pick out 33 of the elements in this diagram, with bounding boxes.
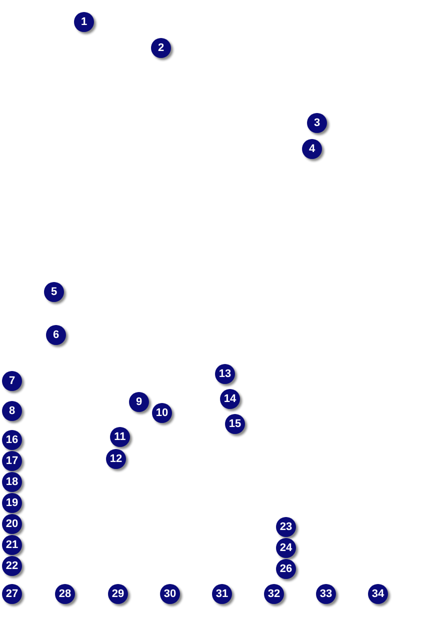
callout-number: 24 <box>276 538 296 558</box>
callout-number: 31 <box>212 584 232 604</box>
callout-number: 3 <box>307 113 327 133</box>
callout-number: 4 <box>302 139 322 159</box>
callout-number: 7 <box>2 371 22 391</box>
callout-number: 12 <box>106 449 126 469</box>
callout-number: 8 <box>2 401 22 421</box>
callout-number: 21 <box>2 535 22 555</box>
callout-number: 6 <box>46 325 66 345</box>
callout-number: 32 <box>264 584 284 604</box>
callout-number: 33 <box>316 584 336 604</box>
callout-number: 5 <box>44 282 64 302</box>
callout-number: 30 <box>160 584 180 604</box>
callout-number: 13 <box>215 364 235 384</box>
callout-number: 19 <box>2 493 22 513</box>
callout-number: 20 <box>2 514 22 534</box>
callout-number: 14 <box>220 389 240 409</box>
callout-number: 28 <box>55 584 75 604</box>
callout-number: 18 <box>2 472 22 492</box>
callout-number: 17 <box>2 451 22 471</box>
callout-number: 1 <box>74 12 94 32</box>
callout-number: 22 <box>2 556 22 576</box>
callout-number: 15 <box>225 414 245 434</box>
callout-number: 27 <box>2 584 22 604</box>
callout-number: 16 <box>2 430 22 450</box>
callout-number: 9 <box>129 392 149 412</box>
callout-number: 11 <box>110 427 130 447</box>
callout-number: 2 <box>151 38 171 58</box>
callout-number: 26 <box>276 559 296 579</box>
callout-number: 34 <box>368 584 388 604</box>
callout-number: 23 <box>276 517 296 537</box>
callout-number: 10 <box>152 403 172 423</box>
callout-number: 29 <box>108 584 128 604</box>
